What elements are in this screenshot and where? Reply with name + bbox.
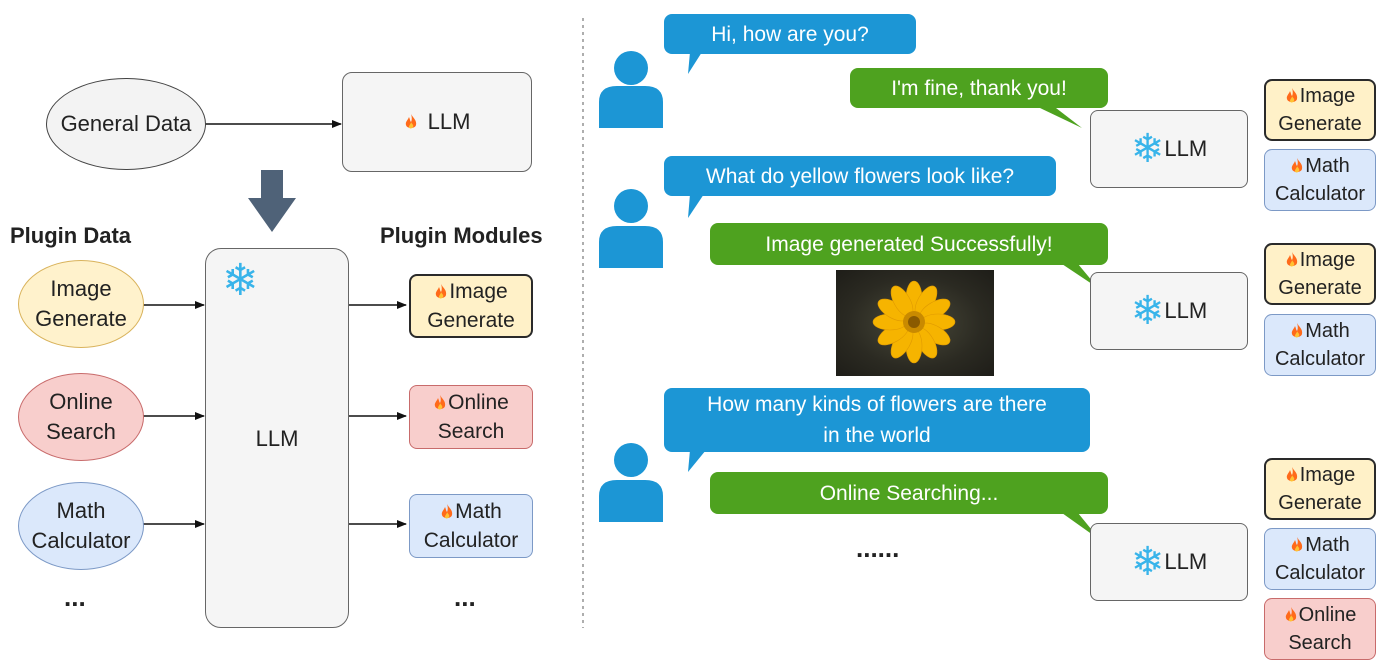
bubble-tail [688,52,702,74]
flame-icon [1292,158,1303,173]
module-label: Math Calculator [1274,320,1366,370]
bubble-tail [1062,264,1098,288]
flame-icon [1286,252,1297,267]
module-math-calculator: Math Calculator [409,494,533,558]
llm-frozen-box: ❄LLM [1090,110,1248,188]
snowflake-icon: ❄ [1130,127,1165,171]
user-icon [599,51,663,128]
module-ellipsis: ... [454,582,476,612]
snowflake-icon: ❄ [1130,289,1165,333]
llm-label: LLM [1164,298,1208,323]
module-label: Math Calculator [423,500,519,552]
plugin-data-title: Plugin Data [10,223,132,248]
flame-icon [436,284,447,299]
llm-top-label: LLM [427,109,471,134]
module-image-generate: Image Generate [409,274,533,338]
generated-flower-image [836,270,994,376]
module-label: Math Calculator [1274,534,1366,584]
flame-icon [1286,467,1297,482]
assistant-message: Image generated Successfully! [710,223,1108,265]
user-message-line: How many kinds of flowers are there [707,393,1047,416]
flame-icon [405,114,416,129]
llm-center-label: LLM [255,426,299,451]
assistant-message: Online Searching... [710,472,1108,514]
module-online-search: Online Search [1264,598,1376,660]
module-label: Image Generate [1278,85,1362,135]
snowflake-icon: ❄ [222,256,259,305]
data-math-calculator: Math Calculator [18,482,144,570]
module-label: Online Search [437,391,509,443]
flame-icon [1285,607,1296,622]
module-label: Image Generate [427,280,515,332]
data-label: Image Generate [35,276,127,331]
assistant-message: I'm fine, thank you! [850,68,1108,108]
data-image-generate: Image Generate [18,260,144,348]
user-message: How many kinds of flowers are there in t… [664,388,1090,452]
llm-frozen-box: ❄LLM [1090,523,1248,601]
down-arrow [248,170,296,232]
response-ellipsis: ...... [856,533,900,563]
module-image-generate: Image Generate [1264,79,1376,141]
bubble-tail [688,450,706,472]
data-label: Online Search [46,389,116,444]
user-message: Hi, how are you? [664,14,916,54]
yellow-flower-icon [872,280,956,364]
bubble-tail [1040,108,1082,128]
module-math-calculator: Math Calculator [1264,528,1376,590]
llm-label: LLM [1164,549,1208,574]
flame-icon [1286,88,1297,103]
llm-label: LLM [1164,136,1208,161]
general-data-node: General Data [46,78,206,170]
module-label: Image Generate [1278,249,1362,299]
snowflake-icon: ❄ [1130,540,1165,584]
module-image-generate: Image Generate [1264,243,1376,305]
llm-frozen-box: ❄ LLM [205,248,349,628]
user-message: What do yellow flowers look like? [664,156,1056,196]
bubble-tail [688,194,704,218]
data-label: Math Calculator [31,498,131,553]
module-label: Online Search [1288,604,1357,654]
user-icon [599,443,663,522]
llm-trainable-box: LLM [342,72,532,172]
module-label: Math Calculator [1274,155,1366,205]
module-math-calculator: Math Calculator [1264,149,1376,211]
flame-icon [1292,537,1303,552]
plugin-modules-title: Plugin Modules [380,223,543,248]
general-data-label: General Data [60,111,192,136]
llm-frozen-box: ❄LLM [1090,272,1248,350]
user-message-line: in the world [823,424,931,447]
module-math-calculator: Math Calculator [1264,314,1376,376]
module-label: Image Generate [1278,464,1362,514]
flame-icon [434,395,446,410]
flame-icon [441,504,453,519]
data-online-search: Online Search [18,373,144,461]
user-icon [599,189,663,268]
flame-icon [1292,323,1303,338]
data-ellipsis: ... [64,582,86,612]
module-online-search: Online Search [409,385,533,449]
module-image-generate: Image Generate [1264,458,1376,520]
